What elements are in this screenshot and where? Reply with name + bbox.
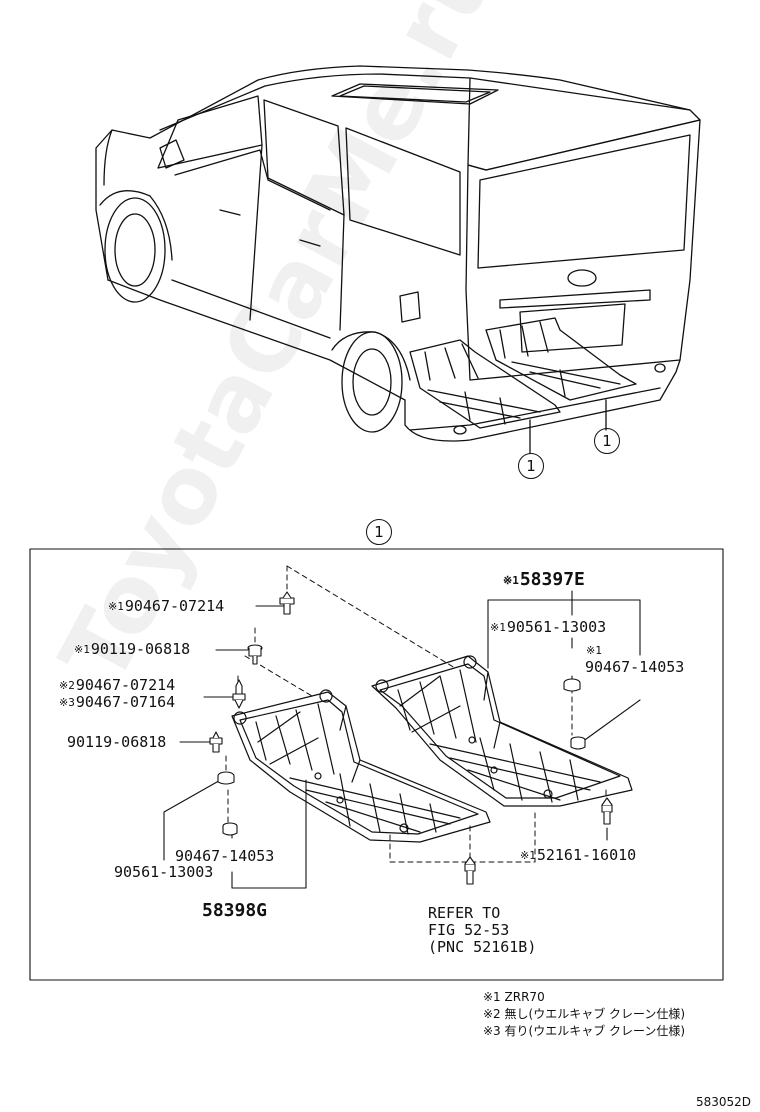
part-label-52161-16010: ※152161-16010 [520,846,637,864]
callout-1-right: 1 [594,428,620,454]
fasteners [209,591,613,885]
screw-icon [209,731,223,753]
diagram-code: 583052D [696,1095,752,1109]
note-1: ※1 ZRR70 [483,990,545,1004]
undercover-58398G [231,689,491,843]
part-label-90467-07214-a: ※190467-07214 [108,597,225,615]
screw-icon [247,644,263,665]
part-label-90467-14053-a-mark: ※1 [586,644,602,657]
clip-icon [601,797,613,825]
part-label-90467-14053-b: 90467-14053 [175,847,275,865]
part-label-90467-14053-a: 90467-14053 [585,658,685,676]
part-label-90119-06818-b: 90119-06818 [67,733,167,751]
leader-lines [163,590,641,889]
nut-icon [570,736,586,750]
nut-icon [217,771,235,785]
dashed-assembly-lines [225,565,607,863]
part-label-58397E: ※158397E [503,569,585,590]
nut-icon [222,822,238,836]
undercover-58397E [371,655,633,807]
callout-1-detail: 1 [366,519,392,545]
vehicle-illustration [95,65,701,454]
part-label-90561-13003-b: 90561-13003 [114,863,214,881]
note-2: ※2 無し(ウエルキャブ クレーン仕様) [483,1007,686,1021]
refer-line-1: REFER TO [428,904,501,922]
clip-icon [464,856,476,885]
part-label-90467-07214-b: ※290467-07214 [59,676,176,694]
note-3: ※3 有り(ウエルキャブ クレーン仕様) [483,1024,686,1038]
part-label-90119-06818-a: ※190119-06818 [74,640,191,658]
callout-1-left: 1 [518,453,544,479]
bolt-icon [279,591,295,615]
refer-line-3: (PNC 52161B) [428,938,537,956]
detail-frame [29,548,724,981]
part-label-90561-13003-a: ※190561-13003 [490,618,607,636]
installed-undercover-left [409,339,561,429]
part-label-90467-07164: ※390467-07164 [59,693,176,711]
installed-undercover-right [485,317,637,401]
nut-icon [563,678,581,692]
refer-line-2: FIG 52-53 [428,921,510,939]
part-label-58398G: 58398G [202,900,268,921]
clip-icon [232,679,246,709]
